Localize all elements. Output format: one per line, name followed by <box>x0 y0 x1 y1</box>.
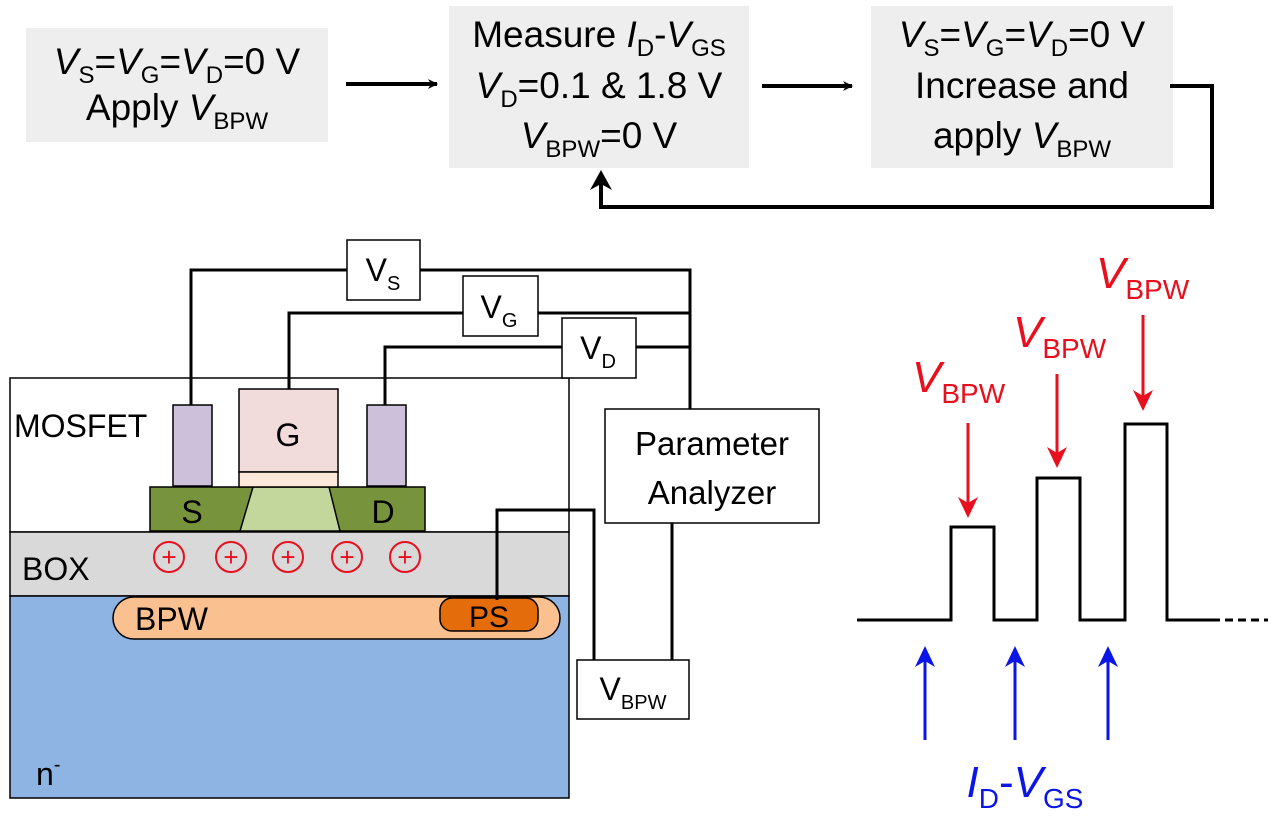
vg-box <box>462 275 539 337</box>
parameter-analyzer-line2: Analyzer <box>648 474 776 511</box>
vs-source: VS <box>346 239 421 301</box>
source-contact <box>172 404 213 487</box>
flow-step-increase-line3: apply VBPW <box>933 115 1111 163</box>
charge-icon: + <box>331 541 363 573</box>
device-cross-section: MOSFET G S D BOX BPW PS n- + + + + <box>9 377 570 799</box>
vbpw-label-2: VBPW <box>1013 308 1107 364</box>
flow-step-apply: VS=VG=VD=0 V Apply VBPW <box>26 28 328 142</box>
positive-charges: + + + + + <box>153 541 421 573</box>
vd-label: VD <box>580 330 616 373</box>
flow-step-measure-box <box>449 6 749 168</box>
vbpw-arrowhead-1 <box>958 497 978 518</box>
vbpw-source: VBPW <box>576 659 690 720</box>
substrate-label: n- <box>36 754 60 792</box>
flow-step-measure-line1: Measure ID-VGS <box>472 14 726 62</box>
drain-label: D <box>371 494 394 530</box>
vbpw-label-1: VBPW <box>912 353 1006 409</box>
flow-step-increase-line2: Increase and <box>915 65 1129 106</box>
flow-loop-arrowhead <box>590 170 612 190</box>
drain-contact <box>366 404 407 487</box>
vs-box <box>346 239 421 301</box>
measure-arrowhead-2 <box>1005 646 1025 667</box>
charge-symbol: + <box>280 542 295 572</box>
ps-label: PS <box>469 601 509 634</box>
wire-gate <box>287 311 690 389</box>
mosfet-label: MOSFET <box>14 408 147 444</box>
flow-step-apply-line2: Apply VBPW <box>86 87 269 135</box>
flow-loop-line <box>599 84 1214 209</box>
box-label: BOX <box>22 551 90 587</box>
parameter-analyzer: Parameter Analyzer <box>604 408 820 524</box>
flow-step-measure-line3: VBPW=0 V <box>521 115 678 163</box>
charge-icon: + <box>153 541 185 573</box>
gate-oxide <box>238 471 339 488</box>
parameter-analyzer-box <box>604 408 820 524</box>
flow-step-apply-line1: VS=VG=VD=0 V <box>54 41 301 89</box>
flow-step-increase: VS=VG=VD=0 V Increase and apply VBPW <box>871 6 1173 168</box>
vg-label: VG <box>481 289 518 332</box>
wire-ps <box>495 508 596 660</box>
vd-box <box>561 317 637 379</box>
gate-label: G <box>276 417 301 453</box>
vs-label: VS <box>366 252 401 295</box>
vbpw-arrowhead-2 <box>1047 447 1067 468</box>
measure-arrowhead-3 <box>1098 646 1118 667</box>
charge-symbol: + <box>397 542 412 572</box>
channel-region <box>238 486 341 532</box>
flow-step-measure-line2: VD=0.1 & 1.8 V <box>476 65 723 113</box>
charge-symbol: + <box>339 542 354 572</box>
ps-contact <box>439 597 539 632</box>
measure-label: ID-VGS <box>967 758 1084 814</box>
source-label: S <box>181 494 202 530</box>
flow-step-increase-box <box>871 6 1173 168</box>
charge-icon: + <box>389 541 421 573</box>
charge-symbol: + <box>161 542 176 572</box>
flow-step-measure: Measure ID-VGS VD=0.1 & 1.8 V VBPW=0 V <box>449 6 749 168</box>
pulse-sequence: VBPW VBPW VBPW ID-VGS <box>857 249 1268 814</box>
charge-icon: + <box>272 541 304 573</box>
charge-icon: + <box>215 541 247 573</box>
wire-source <box>189 268 692 409</box>
charge-symbol: + <box>223 542 238 572</box>
vbpw-box <box>576 659 690 720</box>
parameter-analyzer-line1: Parameter <box>635 425 789 462</box>
vd-source: VD <box>561 317 637 379</box>
measure-arrowhead-1 <box>915 646 935 667</box>
flow-step-apply-box <box>26 28 328 142</box>
flow-step-increase-line1: VS=VG=VD=0 V <box>899 14 1146 62</box>
vbpw-label: VBPW <box>600 671 667 714</box>
vg-source: VG <box>462 275 539 337</box>
pulse-waveform <box>857 422 1212 622</box>
vbpw-arrowhead-3 <box>1133 390 1153 411</box>
gate-electrode <box>238 388 339 473</box>
vbpw-label-3: VBPW <box>1096 249 1190 305</box>
bpw-label: BPW <box>135 601 209 637</box>
